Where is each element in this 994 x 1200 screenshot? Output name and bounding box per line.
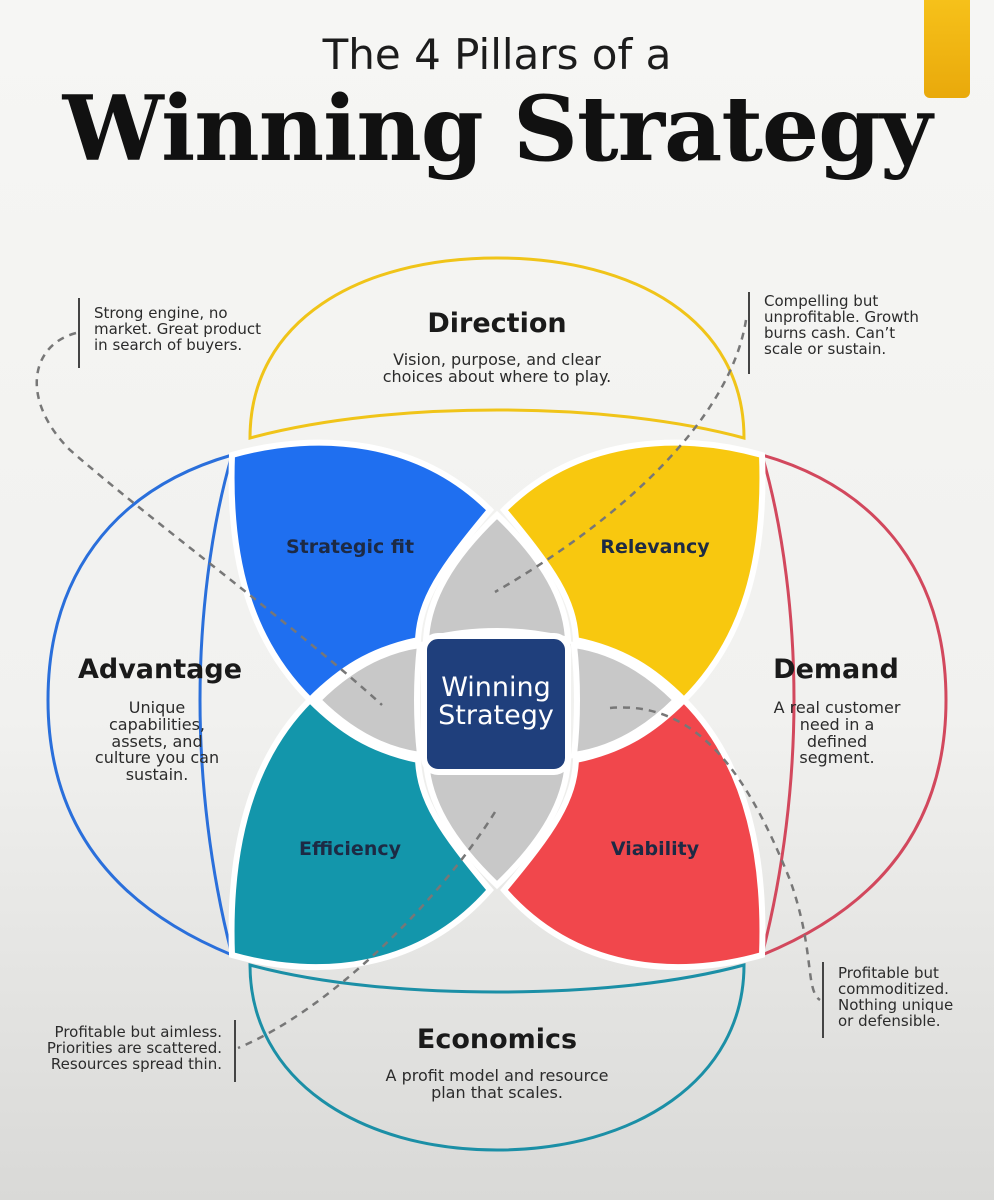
note-bottom-right-line: commoditized. — [838, 980, 949, 999]
viability-label: Viability — [610, 838, 700, 860]
direction-arc — [248, 256, 746, 440]
viability-petal — [500, 695, 766, 971]
direction-description: Vision, purpose, and clear choices about… — [382, 350, 612, 386]
note-top-right-line: unprofitable. Growth — [764, 308, 919, 327]
note-top-left-line: market. Great product — [94, 320, 261, 339]
advantage-description: Unique capabilities, assets, and culture… — [94, 698, 220, 785]
overlap-right — [570, 641, 681, 759]
connector-bottom-left — [237, 811, 497, 1050]
title-line-2: Winning Strategy — [62, 76, 933, 182]
efficiency-petal — [228, 695, 494, 971]
note-top-left-line: in search of buyers. — [94, 336, 243, 355]
connector-top-left — [35, 331, 383, 706]
note-bottom-left-line: Priorities are scattered. — [46, 1039, 222, 1058]
note-top-right: Compelling but unprofitable. Growth burn… — [764, 293, 919, 357]
note-top-left-bar — [78, 298, 80, 368]
note-bottom-left-line: Resources spread thin. — [50, 1055, 222, 1074]
overlap-top — [422, 510, 572, 644]
note-bottom-left: Profitable but aimless. Priorities are s… — [22, 1024, 222, 1072]
note-top-right-line: Compelling but — [764, 292, 879, 310]
note-bottom-right-line: or defensible. — [838, 1012, 941, 1031]
overlap-left — [313, 641, 424, 759]
strategic-fit-label: Strategic fit — [285, 536, 415, 558]
connector-bottom-right — [609, 706, 821, 1002]
economics-arc — [248, 963, 746, 1152]
economics-description: A profit model and resource plan that sc… — [385, 1066, 609, 1102]
note-top-left: Strong engine, no market. Great product … — [94, 305, 261, 353]
demand-arc — [759, 452, 948, 958]
relevancy-petal — [499, 439, 766, 705]
note-top-right-line: burns cash. Can’t — [764, 324, 896, 343]
note-bottom-left-bar — [234, 1020, 236, 1082]
economics-title: Economics — [416, 1024, 578, 1055]
center-label: Winning Strategy — [424, 672, 568, 732]
note-bottom-right-bar — [822, 962, 824, 1038]
note-top-right-bar — [748, 292, 750, 374]
note-bottom-left-line: Profitable but aimless. — [54, 1023, 222, 1041]
center-label-line-1: Winning — [441, 672, 551, 703]
center-box — [421, 633, 571, 775]
efficiency-label: Efficiency — [298, 838, 401, 860]
direction-title: Direction — [427, 308, 567, 339]
note-top-left-line: Strong engine, no — [94, 304, 228, 322]
demand-description: A real customer need in a defined segmen… — [773, 698, 901, 768]
note-bottom-right: Profitable but commoditized. Nothing uni… — [838, 965, 953, 1029]
note-top-right-line: scale or sustain. — [764, 340, 887, 359]
strategic-fit-petal — [228, 439, 495, 705]
note-bottom-right-line: Nothing unique — [838, 996, 954, 1015]
center-label-line-2: Strategy — [438, 700, 554, 732]
corner-bookmark-tab — [924, 0, 970, 98]
advantage-arc — [46, 452, 235, 958]
title-line-1: The 4 Pillars of a — [322, 30, 672, 79]
note-bottom-right-line: Profitable but — [838, 964, 939, 982]
relevancy-label: Relevancy — [600, 536, 710, 558]
demand-title: Demand — [773, 654, 899, 685]
advantage-title: Advantage — [77, 654, 243, 685]
connector-top-right — [494, 319, 748, 594]
